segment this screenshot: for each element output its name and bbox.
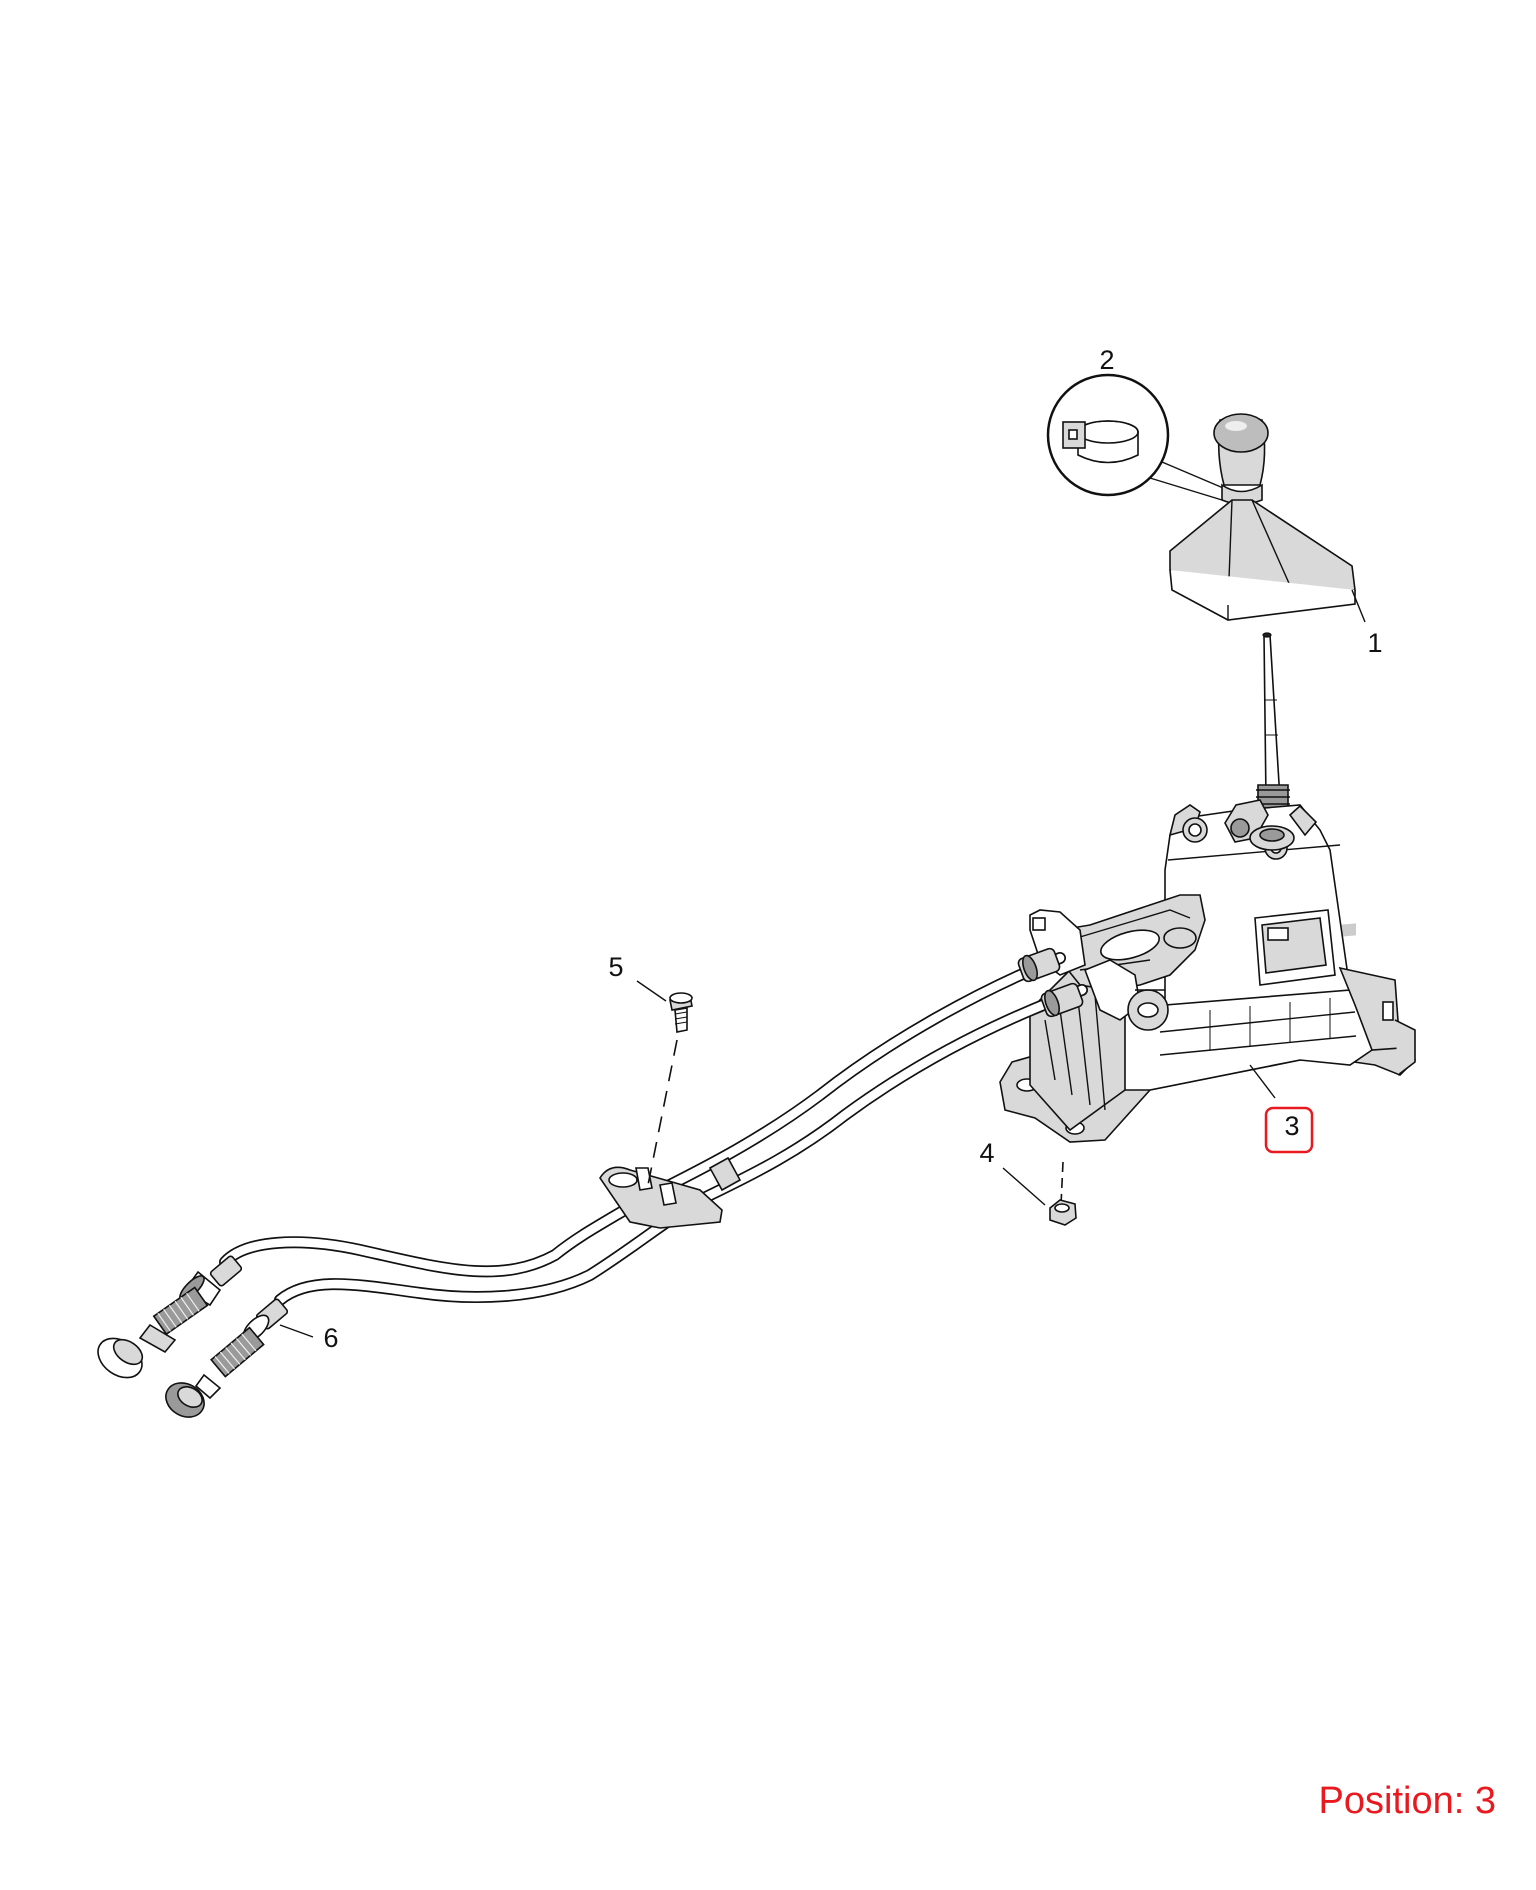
cable-end-left <box>97 1255 243 1379</box>
cable-end-right <box>165 1298 289 1418</box>
shift-cables <box>97 947 1088 1418</box>
callout-3[interactable]: 3 <box>1284 1111 1299 1141</box>
callout-2[interactable]: 2 <box>1099 345 1114 375</box>
nut <box>1002 1161 1077 1226</box>
cable-bracket-plate <box>599 1166 723 1229</box>
shifter-housing <box>999 799 1417 1143</box>
shift-knob-boot <box>1169 413 1366 623</box>
callout-1[interactable]: 1 <box>1367 628 1382 658</box>
position-label: Position: 3 <box>1318 1780 1496 1822</box>
callout-3-highlight <box>1264 1106 1314 1154</box>
callout-5[interactable]: 5 <box>608 952 623 982</box>
callout-4[interactable]: 4 <box>979 1138 994 1168</box>
callout-6[interactable]: 6 <box>323 1323 338 1353</box>
leader-6 <box>279 1324 314 1338</box>
bolt <box>636 980 693 1186</box>
detail-circle-clip <box>1046 373 1236 501</box>
